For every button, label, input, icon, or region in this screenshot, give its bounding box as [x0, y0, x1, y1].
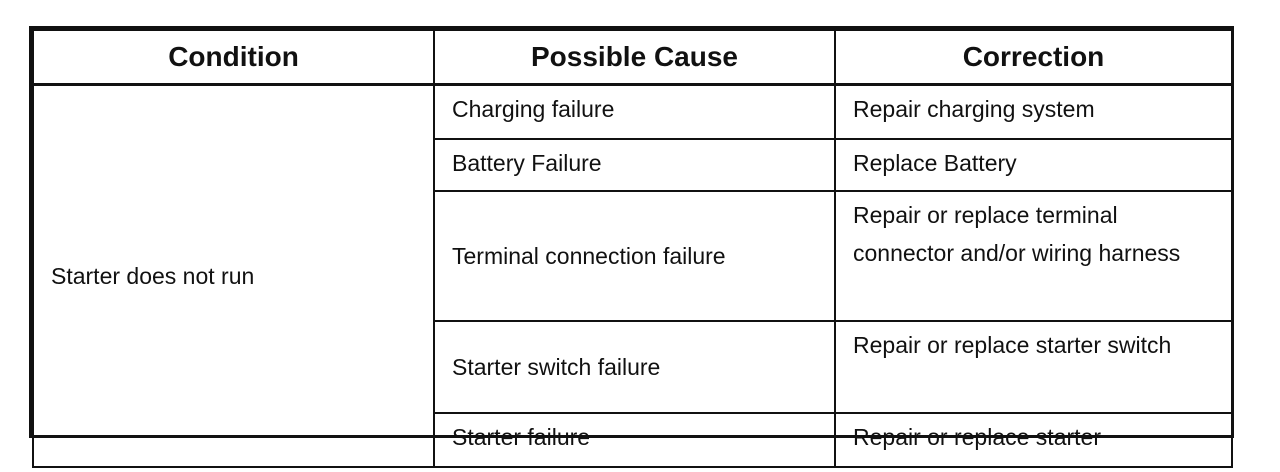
header-possible-cause: Possible Cause — [433, 29, 836, 86]
correction-cell: Repair or replace starter — [834, 412, 1233, 468]
troubleshooting-table: Condition Possible Cause Correction Star… — [29, 26, 1234, 468]
table-row: Starter does not run Charging failure Re… — [32, 83, 1233, 468]
correction-cell: Repair or replace starter switch — [834, 320, 1233, 414]
correction-cell: Replace Battery — [834, 138, 1233, 192]
cause-cell: Starter failure — [433, 412, 836, 468]
table-row: Terminal connection failure Repair or re… — [33, 190, 1233, 322]
correction-cell: Repair charging system — [834, 83, 1233, 140]
cause-cell: Charging failure — [433, 83, 836, 140]
condition-cell: Starter does not run — [32, 83, 435, 468]
header-condition: Condition — [32, 29, 435, 86]
header-correction: Correction — [834, 29, 1233, 86]
troubleshooting-grid: Condition Possible Cause Correction Star… — [32, 29, 1233, 468]
correction-cell: Repair or replace terminal connector and… — [834, 190, 1233, 322]
cause-cell: Starter switch failure — [433, 320, 836, 414]
table-row: Battery Failure Replace Battery — [33, 138, 1233, 192]
table-row: Starter failure Repair or replace starte… — [33, 412, 1233, 468]
cause-cell: Terminal connection failure — [433, 190, 836, 322]
table-row: Starter switch failure Repair or replace… — [33, 320, 1233, 414]
cause-cell: Battery Failure — [433, 138, 836, 192]
header-row: Condition Possible Cause Correction — [32, 29, 1233, 86]
